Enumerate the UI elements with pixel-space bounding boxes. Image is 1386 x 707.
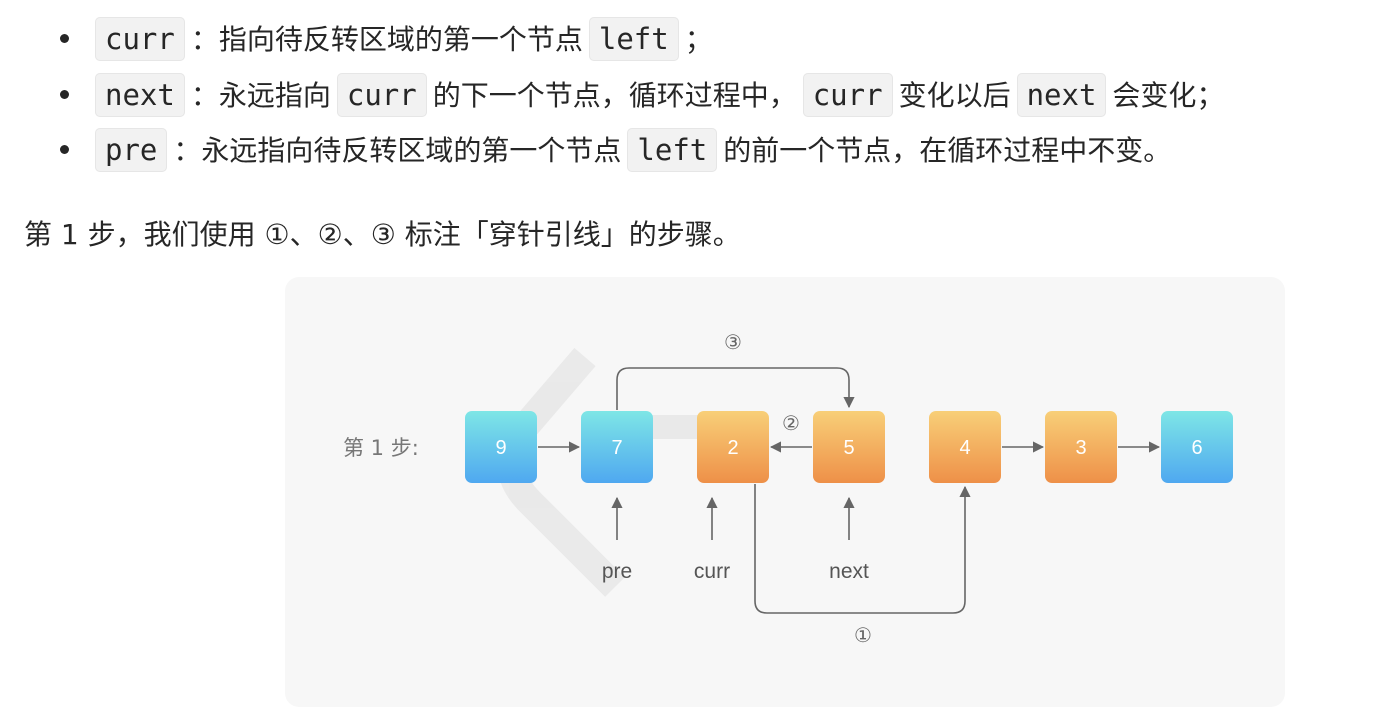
step-marker-2: ②: [782, 411, 800, 435]
list-node-3: [1045, 411, 1117, 483]
list-node-2: [697, 411, 769, 483]
inline-code: next: [95, 73, 185, 117]
node-value: 3: [1075, 437, 1086, 459]
step-description: 第 1 步，我们使用 ①、②、③ 标注「穿针引线」的步骤。: [24, 218, 741, 251]
bullet-text: ：永远指向: [190, 79, 331, 112]
node-value: 5: [843, 437, 854, 459]
bullet-dot: [60, 33, 69, 43]
step-marker-3: ③: [724, 330, 742, 354]
diagram-canvas: 第 1 步: 9 7 2 5 4 3 6 ③ ② ① pre curr next: [343, 330, 1233, 647]
inline-code: left: [627, 128, 718, 172]
bullet-text: ：指向待反转区域的第一个节点: [190, 23, 583, 56]
bullet-dot: [60, 89, 69, 99]
pointer-label-next: next: [829, 560, 869, 583]
pointer-label-curr: curr: [694, 560, 730, 583]
edge-step3-7-to-5: [616, 367, 855, 410]
list-node-4: [929, 411, 1001, 483]
inline-code: pre: [95, 128, 168, 172]
list-node-6: [1161, 411, 1233, 483]
node-value: 7: [611, 437, 622, 459]
inline-code: next: [1016, 73, 1107, 117]
bullet-text: ；: [684, 23, 713, 56]
bullet-text: 会变化；: [1112, 79, 1225, 112]
inline-code: left: [588, 17, 679, 61]
node-value: 6: [1191, 437, 1202, 459]
bullet-text: ：永远指向待反转区域的第一个节点: [173, 134, 622, 167]
edge-step1-2-to-4: [754, 484, 971, 614]
list-node-5: [813, 411, 885, 483]
inline-code: curr: [802, 73, 893, 117]
connectors: [538, 367, 1161, 614]
bullet-dot: [60, 144, 69, 154]
step-marker-1: ①: [854, 623, 872, 647]
diagram-step-label: 第 1 步:: [343, 436, 419, 460]
inline-code: curr: [336, 73, 427, 117]
linked-list-diagram: 第 1 步: 9 7 2 5 4 3 6 ③ ② ① pre curr next: [285, 277, 1285, 707]
inline-code: curr: [95, 17, 185, 61]
nodes: 9 7 2 5 4 3 6: [465, 411, 1233, 483]
bullet-text: 的下一个节点，循环过程中，: [432, 79, 797, 112]
node-value: 4: [959, 437, 970, 459]
list-node-9: [465, 411, 537, 483]
list-node-7: [581, 411, 653, 483]
pointer-label-pre: pre: [602, 560, 632, 583]
bullet-text: 的前一个节点，在循环过程中不变。: [723, 134, 1172, 167]
node-value: 2: [727, 437, 738, 459]
node-value: 9: [495, 437, 506, 459]
bullet-text: 变化以后: [898, 79, 1011, 112]
